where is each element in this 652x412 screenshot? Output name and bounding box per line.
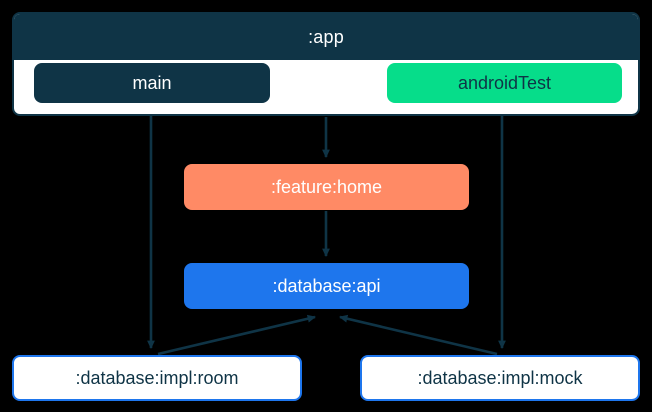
- node-database-impl-mock-label: :database:impl:mock: [417, 367, 583, 388]
- node-main-label: main: [132, 72, 172, 93]
- subgraph-app-body: main androidTest: [14, 60, 638, 114]
- node-androidtest-label: androidTest: [457, 72, 552, 93]
- subgraph-app-title: :app: [14, 14, 638, 60]
- node-feature-home[interactable]: :feature:home: [184, 164, 469, 210]
- node-database-impl-room[interactable]: :database:impl:room: [12, 355, 302, 401]
- edge-database-impl-room-to-database-api: [157, 314, 316, 356]
- subgraph-app[interactable]: :app main androidTest: [12, 12, 640, 116]
- node-database-impl-mock[interactable]: :database:impl:mock: [360, 355, 640, 401]
- node-androidtest[interactable]: androidTest: [387, 63, 622, 103]
- edge-database-impl-mock-to-database-api: [339, 314, 498, 356]
- node-feature-home-label: :feature:home: [270, 176, 383, 197]
- node-database-impl-room-label: :database:impl:room: [75, 367, 239, 388]
- node-database-api-label: :database:api: [272, 275, 381, 296]
- node-database-api[interactable]: :database:api: [184, 263, 469, 309]
- node-main[interactable]: main: [34, 63, 270, 103]
